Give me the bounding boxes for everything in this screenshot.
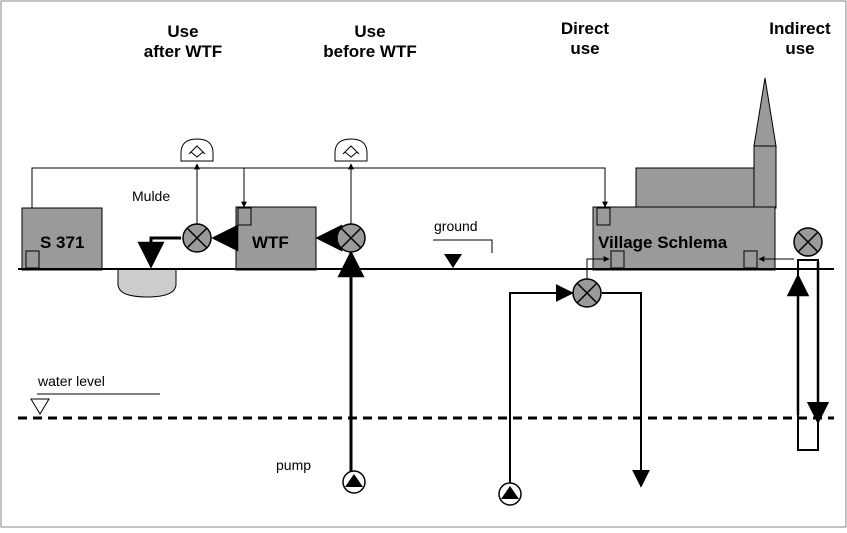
s371-inlet-square [25, 250, 40, 269]
water-level-marker-icon [30, 398, 50, 415]
church-tower-shape [753, 145, 777, 209]
header-direct-line1: Direct [561, 19, 610, 38]
valve-icon-3 [572, 278, 602, 308]
pump-icon-2 [498, 482, 522, 506]
water-level-label: water level [37, 373, 105, 389]
tap-icon-2 [334, 138, 368, 162]
header-before-wtf-line2: before WTF [323, 42, 417, 61]
header-indirect-line1: Indirect [769, 19, 831, 38]
ground-marker-icon [444, 254, 462, 268]
mulde-pond-shape [117, 268, 177, 298]
pump-icon-1 [342, 470, 366, 494]
wtf-label: WTF [252, 233, 289, 252]
ground-leader-line [433, 239, 493, 253]
distribution-line [31, 167, 608, 208]
valve-icon-4 [793, 227, 823, 257]
pump2-riser-line [509, 284, 574, 489]
header-indirect-line2: use [785, 39, 814, 58]
pump-label: pump [276, 457, 311, 473]
s371-label: S 371 [40, 233, 84, 252]
ground-label: ground [434, 218, 478, 234]
village-label: Village Schlema [598, 233, 728, 252]
village-inlet-top-square [596, 207, 611, 226]
tap-icon-1 [180, 138, 214, 162]
indirect-loop [797, 259, 819, 451]
village-inlet-bottom-square [610, 250, 625, 269]
header-after-wtf-line2: after WTF [144, 42, 222, 61]
valve-icon-2 [336, 223, 366, 253]
header-after-wtf-line1: Use [167, 22, 198, 41]
header-before-wtf-line1: Use [354, 22, 385, 41]
valve3-to-village-line [586, 256, 610, 279]
village-house-shape [635, 167, 755, 209]
valve1-to-pond-line [137, 236, 181, 269]
valve-icon-1 [182, 223, 212, 253]
header-direct-line2: use [570, 39, 599, 58]
mulde-label: Mulde [132, 188, 170, 204]
valve3-drain-line [602, 292, 650, 488]
village-inlet-right-square [743, 250, 758, 269]
wtf-inlet-square [237, 207, 252, 226]
church-spire-shape [753, 77, 777, 147]
